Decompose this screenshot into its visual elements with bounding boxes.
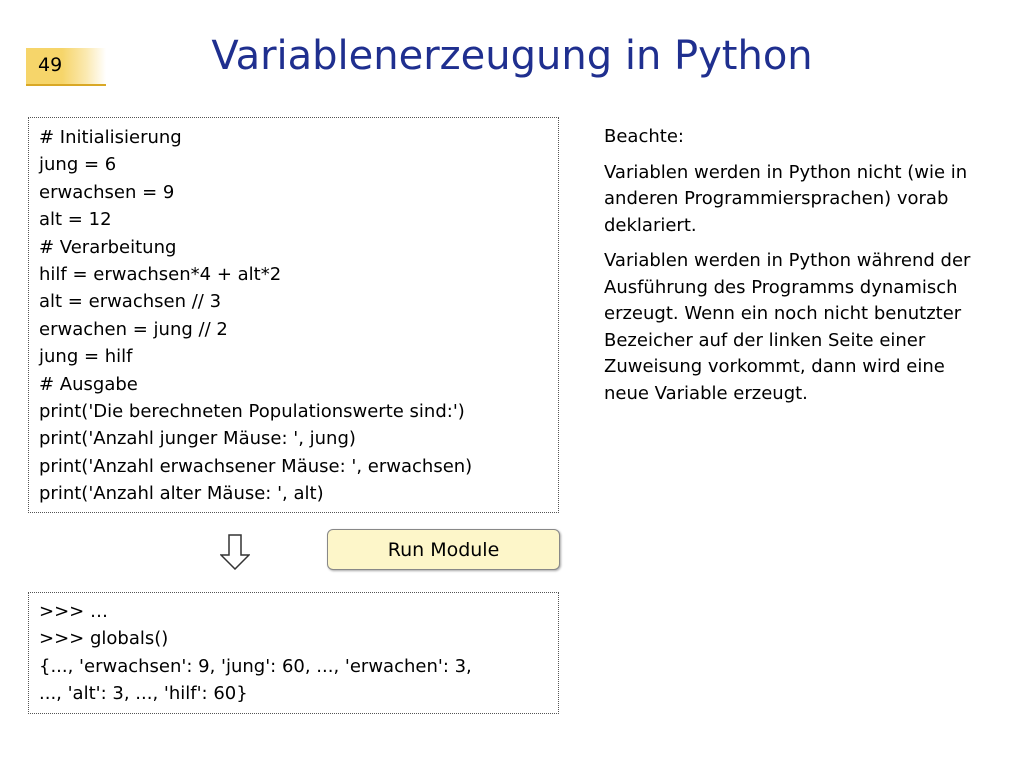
down-arrow-icon: [219, 534, 251, 571]
code-line: # Initialisierung: [39, 127, 182, 148]
code-line: jung = 6: [39, 154, 117, 176]
notes-heading: Beachte:: [604, 126, 684, 147]
code-line: # Ausgabe: [39, 373, 138, 395]
notes-panel: Beachte: Variablen werden in Python nich…: [604, 124, 984, 416]
run-module-button[interactable]: Run Module: [327, 529, 560, 570]
output-line: >>> …: [39, 601, 108, 622]
slide-number: 49: [38, 54, 63, 76]
code-line: print('Anzahl erwachsener Mäuse: ', erwa…: [39, 455, 473, 477]
output-line: >>> globals(): [39, 628, 169, 650]
page-title: Variablenerzeugung in Python: [211, 33, 813, 79]
shell-output: >>> … >>> globals() {..., 'erwachsen': 9…: [28, 592, 559, 714]
code-line: print('Die berechneten Populationswerte …: [39, 401, 465, 423]
code-line: hilf = erwachsen*4 + alt*2: [39, 264, 282, 286]
code-line: erwachsen = 9: [39, 181, 175, 203]
code-line: print('Anzahl junger Mäuse: ', jung): [39, 428, 356, 450]
output-line: ..., 'alt': 3, ..., 'hilf': 60}: [39, 683, 248, 705]
code-line: jung = hilf: [39, 346, 133, 368]
slide-number-badge: 49: [26, 48, 106, 86]
output-line: {..., 'erwachsen': 9, 'jung': 60, ..., '…: [39, 655, 472, 677]
code-line: # Verarbeitung: [39, 236, 177, 258]
code-line: print('Anzahl alter Mäuse: ', alt): [39, 483, 324, 505]
code-listing: # Initialisierung jung = 6 erwachsen = 9…: [28, 117, 559, 513]
notes-paragraph: Variablen werden in Python nicht (wie in…: [604, 161, 968, 236]
code-line: alt = 12: [39, 209, 112, 231]
notes-paragraph: Variablen werden in Python während der A…: [604, 250, 971, 404]
code-line: alt = erwachsen // 3: [39, 291, 222, 313]
code-line: erwachen = jung // 2: [39, 318, 228, 340]
